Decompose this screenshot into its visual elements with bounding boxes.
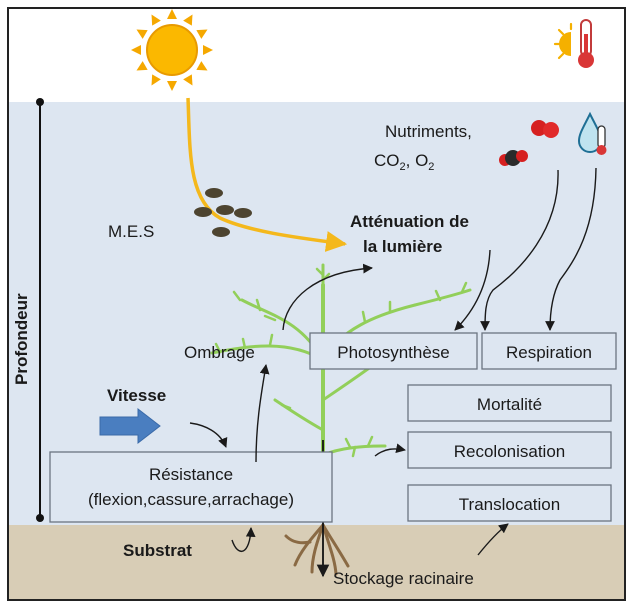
diagram-frame <box>7 7 626 601</box>
arrow-attenuation-to-photosynthesis <box>454 249 491 331</box>
photosynthesis-box: Photosynthèse <box>309 332 478 370</box>
co2-molecule-icon <box>499 150 528 166</box>
arrow-plant-to-recolonisation <box>374 443 406 457</box>
sun-icon <box>131 9 213 91</box>
arrow-speed-to-resistance <box>189 422 228 448</box>
mortality-box: Mortalité <box>407 384 612 422</box>
light-ray <box>186 97 348 252</box>
sun-thermometer-icon <box>553 19 594 68</box>
arrow-substrate-to-resistance <box>231 527 256 552</box>
resistance-details-label: (flexion,cassure,arrachage) <box>88 490 294 509</box>
resistance-box: Résistance (flexion,cassure,arrachage) <box>49 451 333 523</box>
nutrients-label: Nutriments, <box>385 122 472 141</box>
drop-thermometer-icon <box>577 111 607 155</box>
arrow-shading-to-attenuation <box>282 263 373 331</box>
arrow-resistance-to-shading <box>255 364 270 463</box>
resistance-label: Résistance <box>149 465 233 484</box>
o2-molecule-icon <box>531 120 559 138</box>
respiration-label: Respiration <box>506 343 592 362</box>
recolonisation-label: Recolonisation <box>454 442 566 461</box>
gases-label: CO2, O2 <box>374 151 434 173</box>
recolonisation-box: Recolonisation <box>407 431 612 469</box>
sediment-zone <box>8 525 625 600</box>
photosynthesis-label: Photosynthèse <box>337 343 449 362</box>
flow-arrow-icon <box>99 407 161 445</box>
substrate-label: Substrat <box>123 541 192 560</box>
light-attenuation-label-line2: la lumière <box>363 237 442 256</box>
translocation-box: Translocation <box>407 484 612 522</box>
root-storage-label: Stockage racinaire <box>333 569 474 588</box>
arrow-nutrients-to-photosynthesis <box>480 169 559 331</box>
shading-label: Ombrage <box>184 343 255 362</box>
translocation-label: Translocation <box>459 495 560 514</box>
speed-label: Vitesse <box>107 386 166 405</box>
arrow-storage-to-translocation <box>477 523 509 556</box>
respiration-box: Respiration <box>481 332 617 370</box>
mortality-label: Mortalité <box>477 395 542 414</box>
suspended-matter-label: M.E.S <box>108 222 154 241</box>
roots-icon <box>284 523 350 576</box>
depth-axis <box>36 98 44 522</box>
arrow-nutrients-to-respiration <box>545 167 597 331</box>
suspended-particles-icon <box>194 188 252 237</box>
light-attenuation-label-line1: Atténuation de <box>350 212 469 231</box>
sky-zone <box>8 8 625 102</box>
depth-axis-label: Profondeur <box>12 293 31 385</box>
